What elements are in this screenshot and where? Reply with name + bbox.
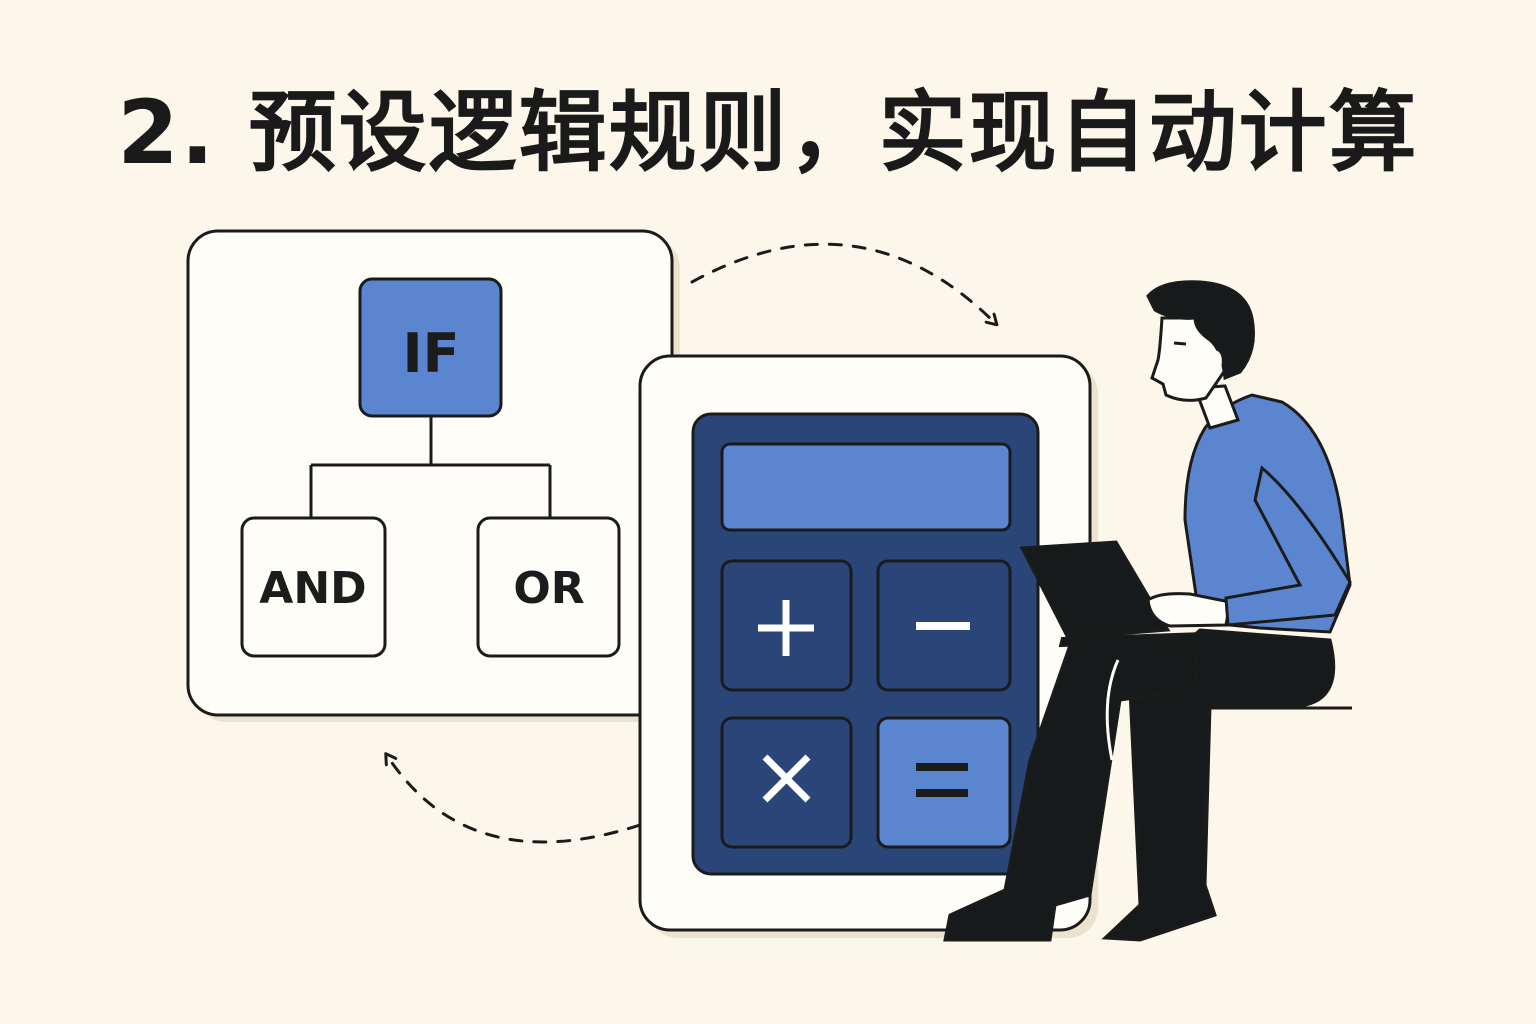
- plus-key[interactable]: [720, 559, 853, 692]
- if-node: IF: [358, 277, 503, 418]
- equals-key[interactable]: [876, 716, 1012, 849]
- person-illustration: [943, 280, 1352, 942]
- minus-key[interactable]: [876, 559, 1012, 692]
- back-leg: [1101, 628, 1336, 942]
- arrow-to-logic: [388, 757, 642, 844]
- or-node-label: OR: [513, 563, 584, 614]
- arrow-to-calculator: [690, 242, 994, 322]
- hand: [1146, 592, 1232, 628]
- tree-connectors: [309, 416, 552, 518]
- front-leg: [943, 636, 1200, 942]
- or-node: OR: [476, 516, 621, 658]
- page-title: 2. 预设逻辑规则，实现自动计算: [117, 81, 1419, 184]
- arm: [1224, 465, 1352, 627]
- logic-panel: IF AND OR: [186, 229, 680, 722]
- calculator-card: [638, 354, 1098, 938]
- hair: [1146, 280, 1255, 381]
- multiply-key[interactable]: [720, 716, 853, 849]
- and-node-label: AND: [259, 563, 366, 614]
- calculator: [691, 412, 1040, 876]
- laptop-icon: [1019, 540, 1233, 648]
- and-node: AND: [240, 516, 387, 658]
- if-node-label: IF: [403, 322, 460, 385]
- calculator-display: [720, 442, 1012, 532]
